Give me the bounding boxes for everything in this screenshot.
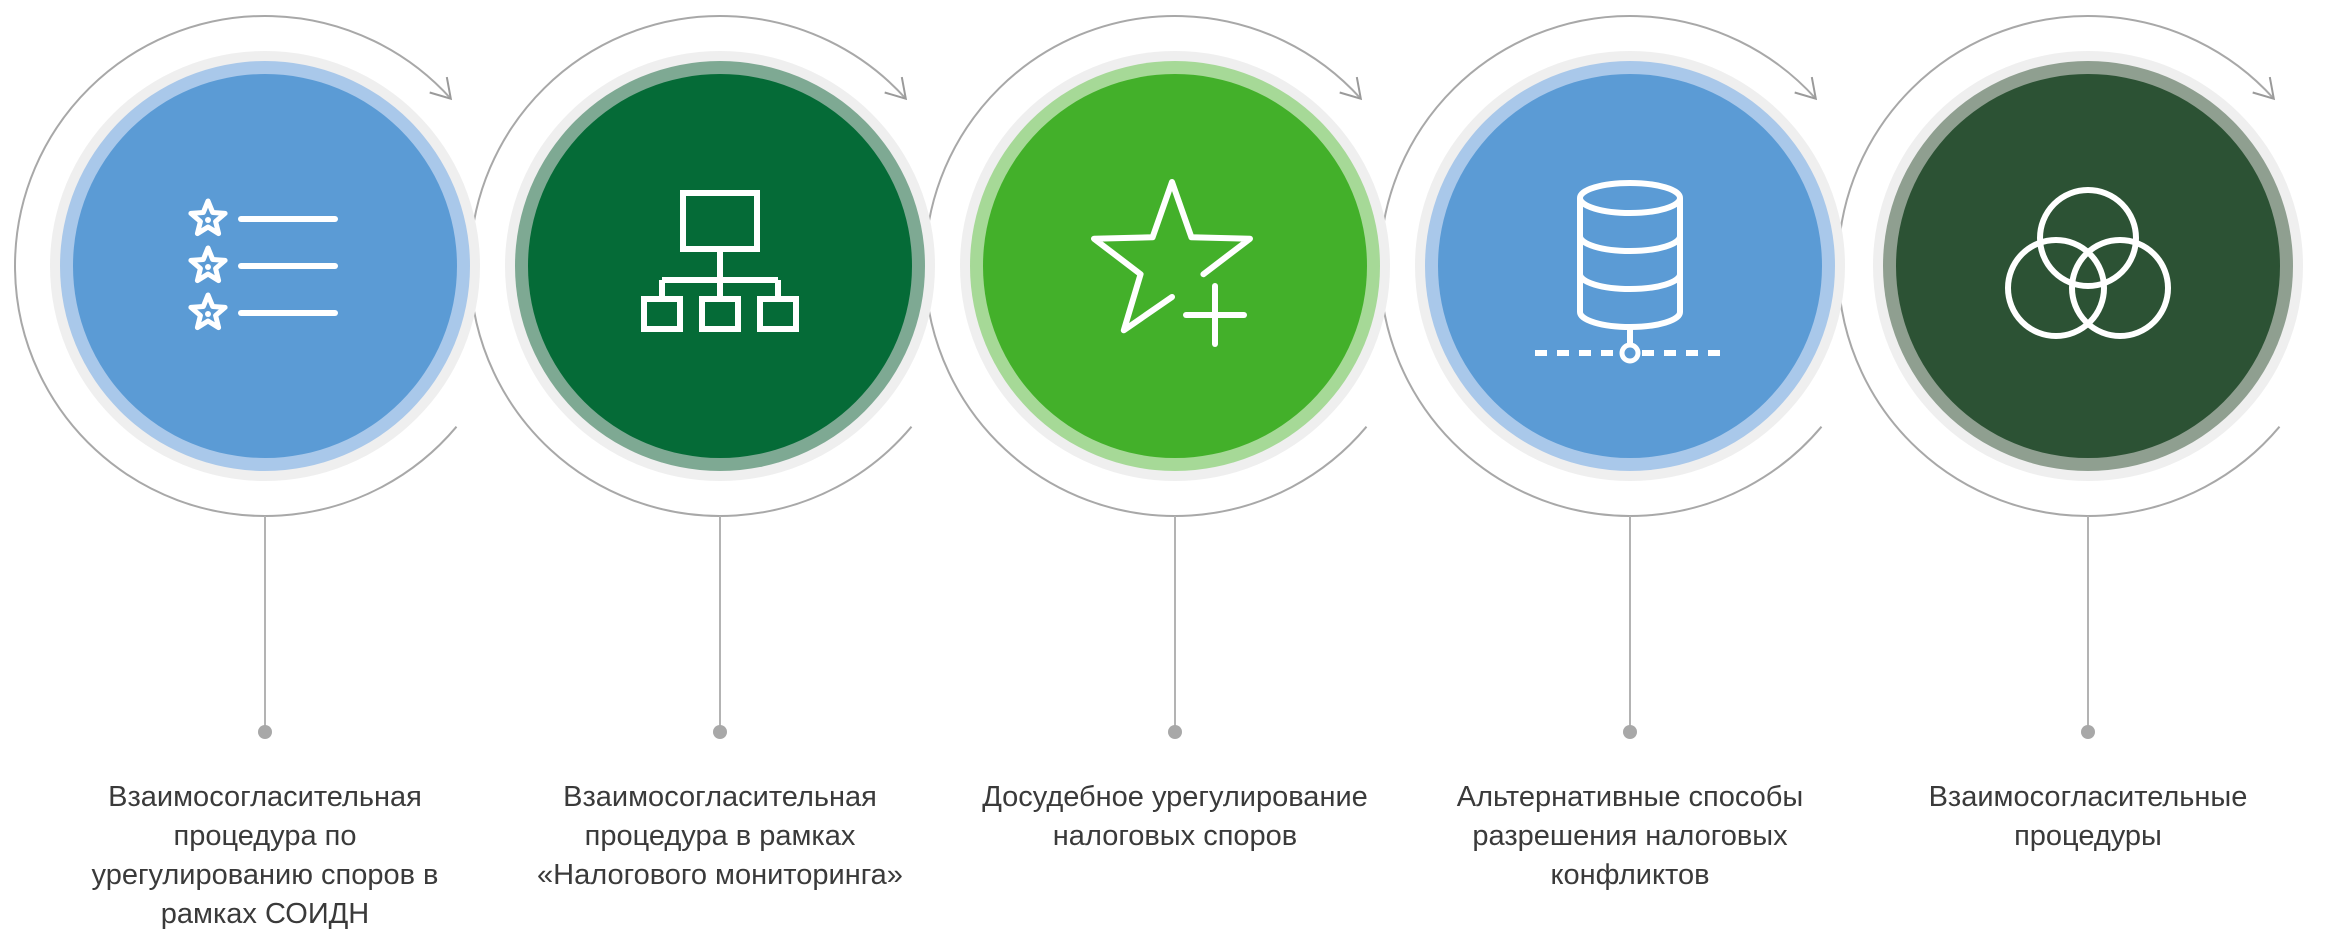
star-plus-icon xyxy=(1091,179,1253,347)
step-label-line: Альтернативные способы xyxy=(1456,781,1804,813)
step-label-line: Досудебное урегулирование xyxy=(982,781,1368,813)
connector-dot xyxy=(1168,725,1182,739)
database-network-icon xyxy=(1535,180,1725,364)
step-node-s2 xyxy=(505,51,935,481)
arrow-head xyxy=(884,76,908,101)
arrow-head xyxy=(1339,76,1363,101)
arrow-head xyxy=(2252,76,2276,101)
org-chart-icon xyxy=(641,190,799,332)
step-circle xyxy=(1438,74,1822,458)
connector-dot xyxy=(713,725,727,739)
step-label-line: «Налогового мониторинга» xyxy=(537,859,903,891)
step-label-line: процедура по xyxy=(173,820,357,852)
step-label-line: Взаимосогласительные xyxy=(1928,781,2248,813)
step-node-s5 xyxy=(1873,51,2303,481)
step-label-s3: Досудебное урегулирование налоговых споро… xyxy=(975,778,1375,856)
step-label-line: процедуры xyxy=(2014,820,2162,852)
step-label-s5: Взаимосогласительные процедуры xyxy=(1888,778,2288,856)
star-list-icon xyxy=(188,198,338,331)
arrow-head xyxy=(429,76,453,101)
step-node-s4 xyxy=(1415,51,1845,481)
step-node-s3 xyxy=(960,51,1390,481)
step-node-s1 xyxy=(50,51,480,481)
connector-dot xyxy=(258,725,272,739)
step-circle xyxy=(1896,74,2280,458)
step-label-line: процедура в рамках xyxy=(584,820,856,852)
connector-dot xyxy=(2081,725,2095,739)
step-label-line: урегулированию споров в xyxy=(91,859,439,891)
step-label-s4: Альтернативные способы разрешения налогов… xyxy=(1430,778,1830,895)
step-circle xyxy=(983,74,1367,458)
arrow-head xyxy=(1794,76,1818,101)
step-label-line: налоговых споров xyxy=(1052,820,1298,852)
step-label-line: Взаимосогласительная xyxy=(563,781,877,813)
outer-arc xyxy=(14,14,458,517)
venn-circles-icon xyxy=(2005,187,2171,339)
step-label-s2: Взаимосогласительная процедура в рамках «Н… xyxy=(520,778,920,895)
step-label-s1: Взаимосогласительная процедура по урегулир… xyxy=(65,778,465,934)
step-label-line: рамках СОИДН xyxy=(160,898,370,930)
connector-dot xyxy=(1623,725,1637,739)
step-label-line: конфликтов xyxy=(1550,859,1710,891)
step-label-line: разрешения налоговых xyxy=(1472,820,1788,852)
label-connectors xyxy=(258,516,2095,739)
step-label-line: Взаимосогласительная xyxy=(108,781,422,813)
